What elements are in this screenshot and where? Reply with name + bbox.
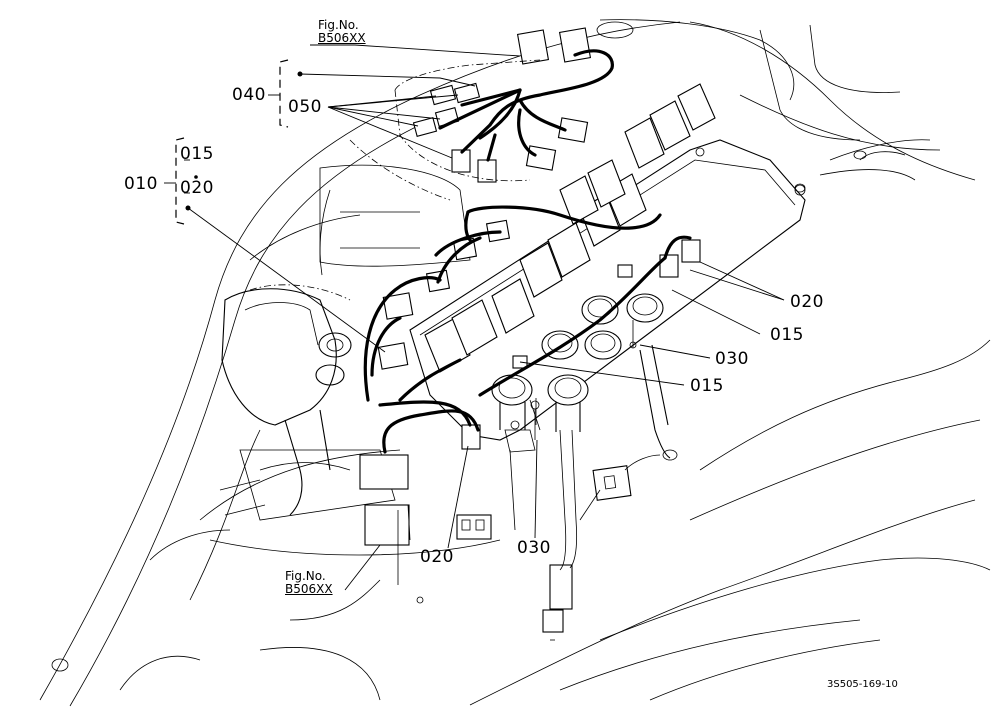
connectors bbox=[359, 27, 701, 633]
figure-reference-prefix: Fig.No. bbox=[285, 569, 326, 583]
figure-reference-bottom[interactable]: Fig.No. B506XX bbox=[285, 570, 333, 596]
phantom-outlines bbox=[249, 59, 541, 301]
figure-reference-prefix: Fig.No. bbox=[318, 18, 359, 32]
callout-020-bottom: 020 bbox=[420, 547, 454, 567]
callout-030-bottom: 030 bbox=[517, 538, 551, 558]
callout-015-group: 015 bbox=[180, 144, 214, 164]
shift-lever bbox=[219, 288, 396, 521]
callout-015-mid: 015 bbox=[690, 376, 724, 396]
brackets-and-screws bbox=[397, 341, 678, 641]
callout-020-right: 020 bbox=[790, 292, 824, 312]
figure-reference-top[interactable]: Fig.No. B506XX bbox=[318, 19, 366, 45]
callout-010: 010 bbox=[124, 174, 158, 194]
wiring-harness bbox=[363, 49, 692, 454]
callout-020-group: 020 bbox=[180, 178, 214, 198]
drawing-code: 3S505-169-10 bbox=[827, 679, 898, 690]
figure-reference-number[interactable]: B506XX bbox=[285, 582, 333, 596]
callout-015-right: 015 bbox=[770, 325, 804, 345]
callout-030-right: 030 bbox=[715, 349, 749, 369]
rocker-switches bbox=[424, 83, 716, 373]
group-brackets bbox=[164, 59, 289, 225]
console-outline bbox=[39, 19, 991, 707]
callout-050: 050 bbox=[288, 97, 322, 117]
callout-040: 040 bbox=[232, 85, 266, 105]
leader-lines bbox=[185, 44, 785, 591]
figure-reference-number[interactable]: B506XX bbox=[318, 31, 366, 45]
